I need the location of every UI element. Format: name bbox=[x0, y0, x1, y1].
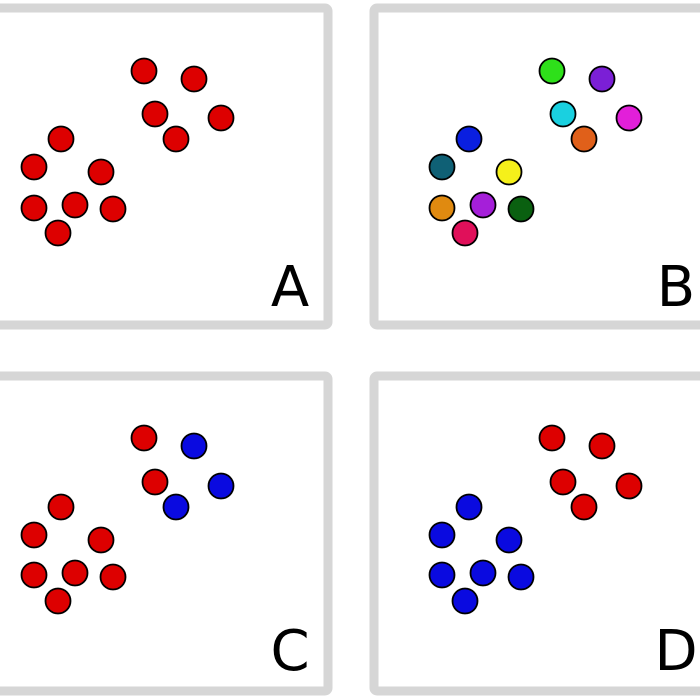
dot bbox=[20, 194, 48, 222]
panel-letter: A bbox=[271, 255, 309, 320]
dot bbox=[180, 65, 208, 93]
dot bbox=[99, 563, 127, 591]
panel-d: D bbox=[369, 371, 700, 696]
dot bbox=[47, 125, 75, 153]
dot bbox=[469, 559, 497, 587]
dot bbox=[428, 153, 456, 181]
dot bbox=[451, 219, 479, 247]
dot bbox=[549, 100, 577, 128]
dot bbox=[207, 104, 235, 132]
dot bbox=[130, 57, 158, 85]
dot bbox=[162, 125, 190, 153]
dot bbox=[455, 493, 483, 521]
panel-frame bbox=[0, 371, 333, 696]
panel-frame bbox=[0, 3, 333, 330]
dot bbox=[44, 587, 72, 615]
dot bbox=[61, 559, 89, 587]
dot bbox=[570, 493, 598, 521]
dot bbox=[451, 587, 479, 615]
dot bbox=[141, 100, 169, 128]
panel-frame bbox=[369, 3, 700, 330]
panel-b: B bbox=[369, 3, 700, 330]
dot bbox=[44, 219, 72, 247]
dot bbox=[588, 65, 616, 93]
panel-letter: C bbox=[270, 619, 309, 684]
dot bbox=[20, 153, 48, 181]
dot bbox=[495, 158, 523, 186]
panel-letter: D bbox=[654, 619, 697, 684]
dot bbox=[507, 563, 535, 591]
dot bbox=[87, 158, 115, 186]
dot bbox=[87, 526, 115, 554]
dot bbox=[495, 526, 523, 554]
dot bbox=[99, 195, 127, 223]
dot bbox=[20, 521, 48, 549]
panel-frame bbox=[369, 371, 700, 696]
dot bbox=[615, 472, 643, 500]
dot bbox=[549, 468, 577, 496]
dot bbox=[141, 468, 169, 496]
dot bbox=[469, 191, 497, 219]
dot bbox=[538, 424, 566, 452]
panel-letter: B bbox=[657, 255, 695, 320]
dot bbox=[588, 432, 616, 460]
dot bbox=[428, 194, 456, 222]
dot bbox=[47, 493, 75, 521]
panel-a: A bbox=[0, 3, 333, 330]
dot bbox=[130, 424, 158, 452]
panel-c: C bbox=[0, 371, 333, 696]
dot bbox=[538, 57, 566, 85]
dot bbox=[180, 432, 208, 460]
dot bbox=[428, 521, 456, 549]
dot bbox=[20, 561, 48, 589]
dot bbox=[207, 472, 235, 500]
dot bbox=[162, 493, 190, 521]
dot bbox=[570, 125, 598, 153]
dot bbox=[61, 191, 89, 219]
dot bbox=[615, 104, 643, 132]
dot bbox=[428, 561, 456, 589]
dot bbox=[455, 125, 483, 153]
dot bbox=[507, 195, 535, 223]
